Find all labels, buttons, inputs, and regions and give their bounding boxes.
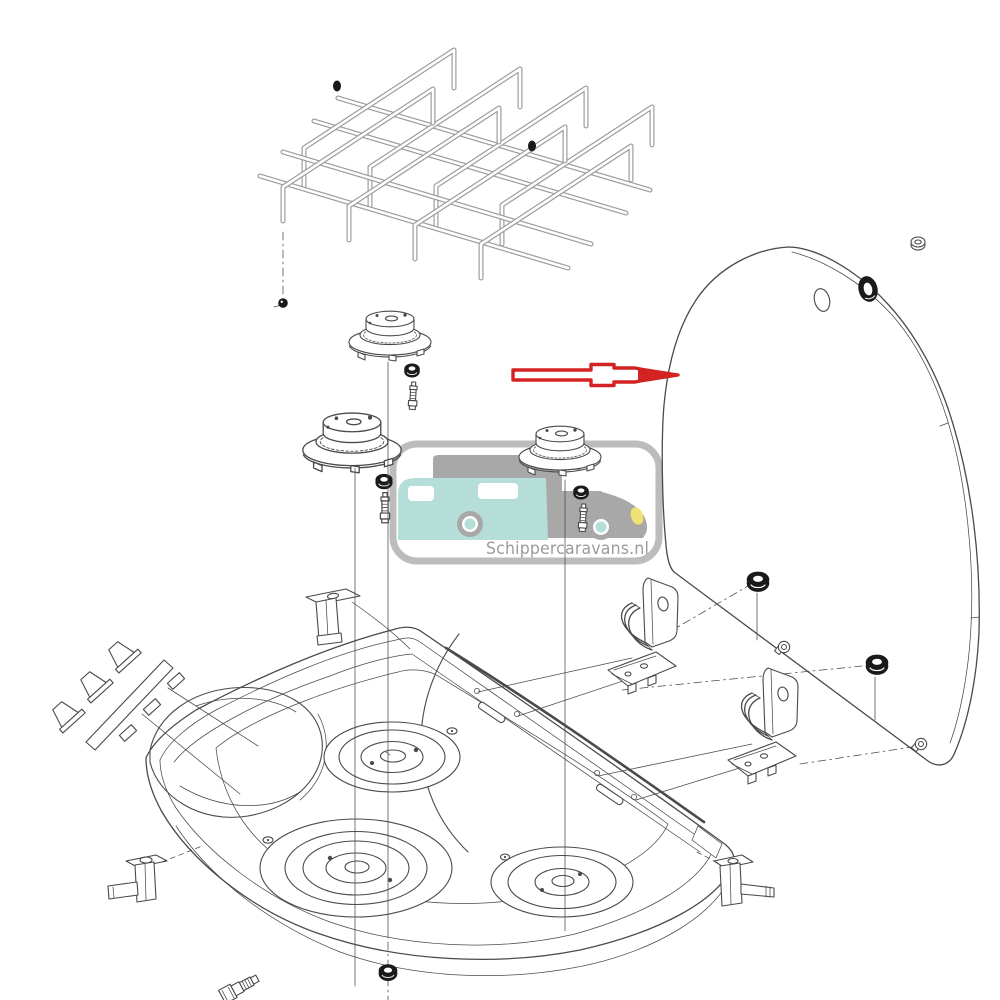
watermark-frame [389, 440, 663, 565]
grid-clip-nut [333, 80, 341, 92]
grid-clip-nut [528, 140, 536, 152]
lid-corner-nut [910, 236, 926, 251]
burner-assembly-1 [348, 310, 432, 362]
burner-seal-grommet-1 [403, 363, 421, 378]
burner-ring-1 [323, 721, 461, 793]
rim-hole [514, 711, 520, 717]
headlight [630, 507, 644, 525]
lid-hinge-right [727, 667, 799, 785]
arrow-tip [638, 369, 678, 381]
lid-hinge-left [607, 577, 679, 695]
pointer-arrow [511, 362, 680, 388]
burner-assembly-3 [518, 425, 602, 477]
rim-slot-2 [595, 783, 624, 806]
basin-corner-fold [691, 825, 723, 859]
clamp-bracket-left [107, 845, 203, 903]
burner-ring-2 [259, 818, 453, 918]
assembly-leader-lines [477, 585, 913, 801]
watermark-wheel-hubs [464, 518, 607, 533]
lid-grommet [858, 276, 878, 302]
watermark-windows [408, 470, 602, 501]
knob-stem [166, 672, 186, 690]
rim-hole [631, 794, 637, 800]
burner-seal-grommet-3 [572, 485, 590, 500]
control-knob [80, 671, 114, 704]
control-knob-rail [52, 641, 259, 795]
bottom-screw [218, 974, 260, 1000]
lid-mounting-hole [813, 288, 831, 312]
watermark-logo: Schippercaravans.nl [389, 440, 663, 565]
control-knob [52, 701, 86, 734]
rim-hole [594, 770, 600, 776]
knob-stem [142, 698, 162, 716]
burner-ring-3 [490, 846, 634, 918]
clamp-bracket-top [305, 588, 411, 650]
assembly-axis-lines [354, 361, 566, 1000]
mounting-nut-2 [865, 653, 889, 676]
control-knob [108, 641, 142, 674]
grid-fixing-screw [273, 298, 288, 308]
watermark-text: Schippercaravans.nl [486, 539, 649, 559]
knob-stem [118, 724, 138, 742]
bottom-grommet [378, 963, 398, 982]
rim-hole [474, 688, 480, 694]
rim-slot-1 [477, 701, 506, 724]
burner-seal-grommet-2 [374, 473, 394, 490]
burner-injector-1 [407, 381, 419, 411]
stove-basin [145, 626, 735, 977]
pan-support-grid [257, 47, 655, 281]
mounting-nut-1 [746, 570, 770, 593]
clamp-bracket-right [696, 851, 775, 907]
burner-assembly-2 [302, 412, 402, 474]
glass-lid [661, 236, 980, 766]
